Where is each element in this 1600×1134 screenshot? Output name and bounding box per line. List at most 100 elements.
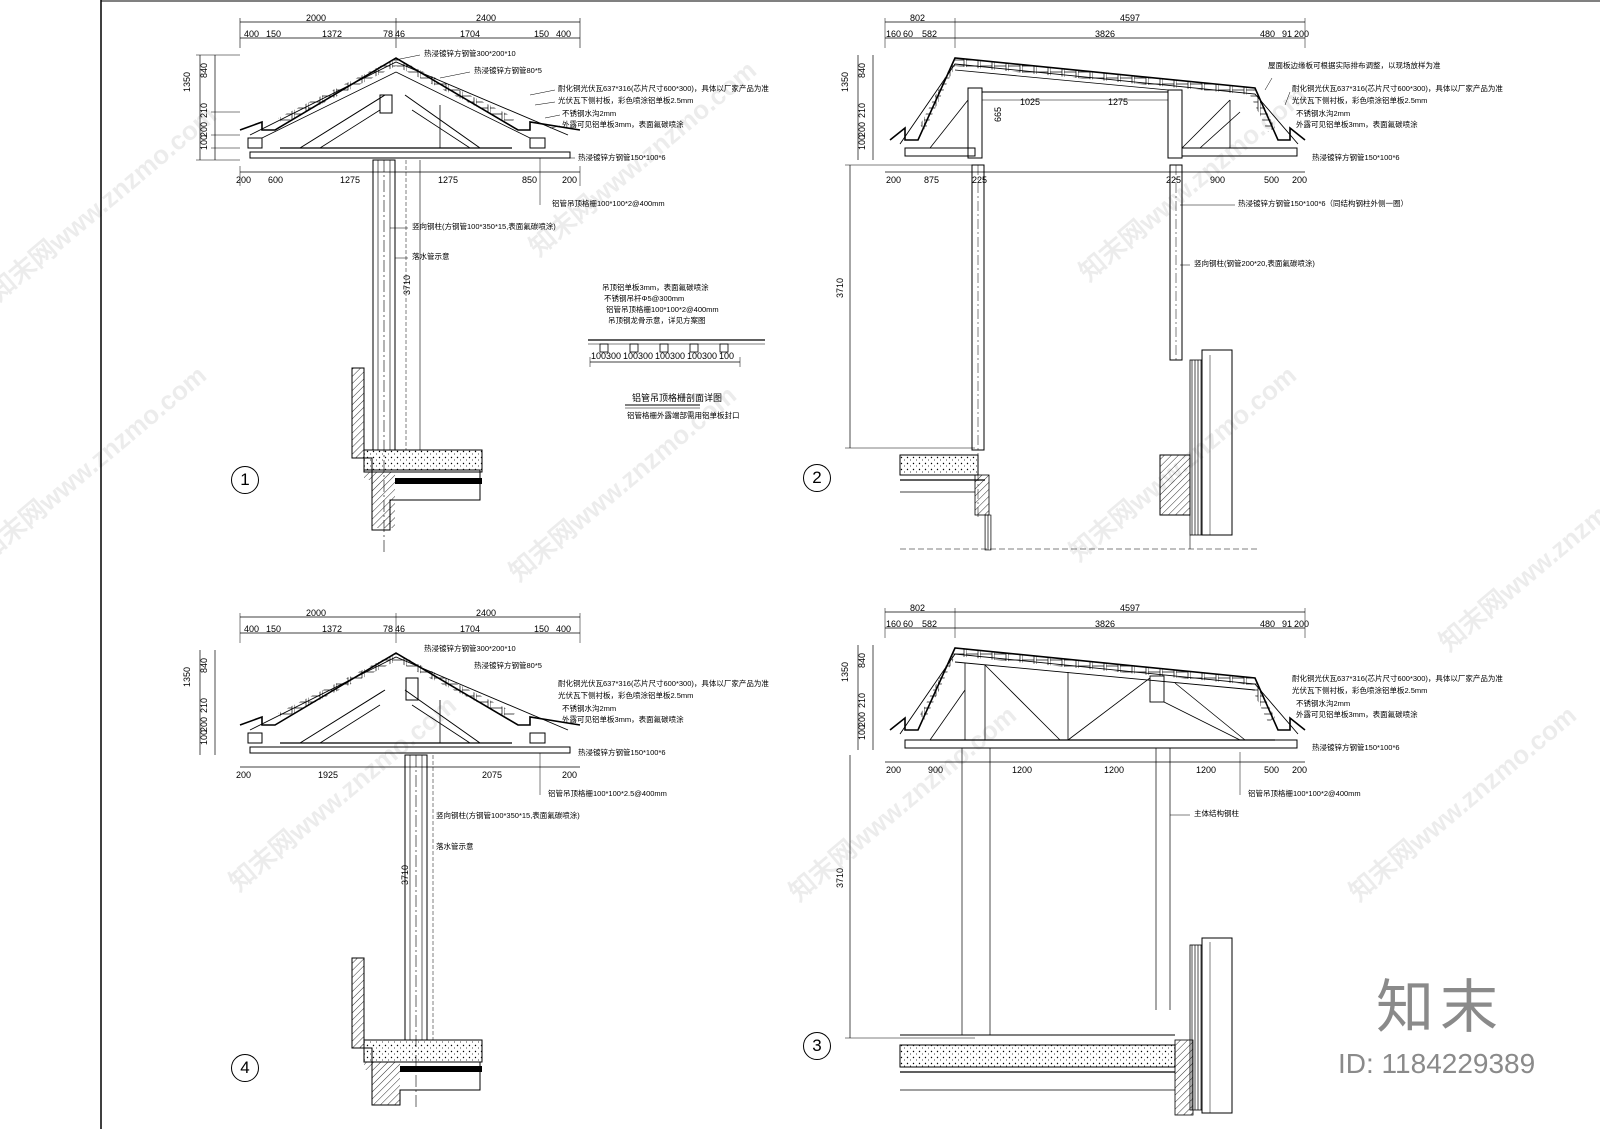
dim-text: 200 bbox=[1292, 175, 1308, 185]
note: 热浸镀锌方钢管150*100*6 bbox=[578, 153, 666, 162]
note: 耐化铜光伏瓦637*316(芯片尺寸600*300)，具体以厂家产品为准 bbox=[558, 679, 769, 688]
dim-text: 100 bbox=[857, 134, 867, 150]
note: 不锈钢水沟2mm bbox=[1296, 109, 1351, 118]
detail-title: 铝管吊顶格栅剖面详图 bbox=[632, 393, 723, 403]
dim-text: 3826 bbox=[1095, 619, 1116, 629]
dim-text: 4597 bbox=[1120, 603, 1141, 613]
note: 光伏瓦下侧衬板，彩色喷涂铝单板2.5mm bbox=[1292, 686, 1428, 695]
note: 热浸镀锌方钢管150*100*6 bbox=[578, 748, 666, 757]
note: 光伏瓦下侧衬板，彩色喷涂铝单板2.5mm bbox=[558, 691, 694, 700]
dim-text: 46 bbox=[395, 624, 406, 634]
dim-text: 400 bbox=[556, 29, 572, 39]
dim-text: 500 bbox=[1264, 175, 1280, 185]
dim-text: 300 bbox=[670, 351, 686, 361]
brand-logo: 知末 bbox=[1376, 973, 1505, 1041]
dim-text: 225 bbox=[1166, 175, 1182, 185]
dim-text: 78 bbox=[383, 29, 394, 39]
watermark-text: 知末网www.znzmo.com bbox=[0, 99, 222, 307]
leader-lines bbox=[390, 54, 1291, 816]
dim-text: 210 bbox=[857, 692, 867, 708]
dim-text: 200 bbox=[236, 175, 252, 185]
note: 铝管吊顶格栅100*100*2.5@400mm bbox=[548, 789, 667, 798]
dim-text: 665 bbox=[993, 106, 1003, 122]
watermark-text: 知末网www.znzmo.com bbox=[1343, 699, 1582, 907]
dim-text: 3710 bbox=[402, 274, 412, 295]
dim-text: 150 bbox=[534, 29, 550, 39]
dim-text: 100 bbox=[199, 729, 209, 745]
dim-text: 91 bbox=[1282, 619, 1293, 629]
watermark-text: 知末网www.znzmo.com bbox=[523, 54, 762, 262]
note: 主体结构钢柱 bbox=[1194, 809, 1239, 818]
watermark-text: 知末网www.znzmo.com bbox=[503, 379, 742, 587]
dim-text: 850 bbox=[522, 175, 538, 185]
note: 热浸镀锌方钢管80*5 bbox=[474, 661, 542, 670]
dim-text: 300 bbox=[702, 351, 718, 361]
note: 屋面板边缘板可根据实际排布调整，以现场放样为准 bbox=[1268, 61, 1441, 70]
dim-text: 150 bbox=[266, 624, 282, 634]
dim-text: 200 bbox=[1294, 619, 1310, 629]
dim-text: 1372 bbox=[322, 29, 343, 39]
dim-text: 160 bbox=[886, 619, 902, 629]
dim-text: 1350 bbox=[182, 71, 192, 92]
dim-text: 210 bbox=[199, 697, 209, 713]
note: 铝管吊顶格栅100*100*2@400mm bbox=[552, 199, 665, 208]
dim-text: 210 bbox=[857, 102, 867, 118]
dim-text: 300 bbox=[638, 351, 654, 361]
note: 不锈钢水沟2mm bbox=[562, 704, 617, 713]
view-number-badge: 2 bbox=[803, 464, 831, 492]
dim-text: 100 bbox=[687, 351, 703, 361]
watermark-text: 知末网www.znzmo.com bbox=[783, 699, 1022, 907]
dim-text: 400 bbox=[556, 624, 572, 634]
dim-text: 2000 bbox=[306, 13, 327, 23]
note: 竖向钢柱(钢管200*20,表面氟碳喷涂) bbox=[1194, 259, 1315, 268]
note: 耐化铜光伏瓦637*316(芯片尺寸600*300)，具体以厂家产品为准 bbox=[558, 84, 769, 93]
note: 不锈钢吊杆Φ5@300mm bbox=[604, 294, 685, 303]
dim-text: 840 bbox=[199, 62, 209, 78]
note: 耐化铜光伏瓦637*316(芯片尺寸600*300)，具体以厂家产品为准 bbox=[1292, 674, 1503, 683]
note: 热浸镀锌方钢管300*200*10 bbox=[424, 644, 516, 653]
dim-text: 875 bbox=[924, 175, 940, 185]
dim-text: 2400 bbox=[476, 608, 497, 618]
dim-text: 200 bbox=[886, 765, 902, 775]
dim-text: 3826 bbox=[1095, 29, 1116, 39]
note: 热浸镀锌方钢管80*5 bbox=[474, 66, 542, 75]
dim-text: 500 bbox=[1264, 765, 1280, 775]
section-view-3 bbox=[845, 608, 1306, 1116]
section-view-1 bbox=[196, 18, 581, 555]
note: 外露可见铝单板3mm，表面氟碳喷涂 bbox=[562, 715, 684, 724]
ceiling-grille-detail bbox=[588, 339, 765, 409]
note: 落水管示意 bbox=[412, 252, 450, 261]
id-label: ID: 1184229389 bbox=[1338, 1048, 1536, 1079]
dim-text: 400 bbox=[244, 624, 260, 634]
dim-text: 3710 bbox=[835, 277, 845, 298]
dim-text: 1025 bbox=[1020, 97, 1041, 107]
note: 外露可见铝单板3mm，表面氟碳喷涂 bbox=[1296, 120, 1418, 129]
dim-text: 200 bbox=[1294, 29, 1310, 39]
note: 竖向钢柱(方钢管100*350*15,表面氟碳喷涂) bbox=[412, 222, 556, 231]
view-number-badge: 4 bbox=[231, 1054, 259, 1082]
note: 不锈钢水沟2mm bbox=[1296, 699, 1351, 708]
dim-text: 225 bbox=[972, 175, 988, 185]
note: 落水管示意 bbox=[436, 842, 474, 851]
dim-text: 1704 bbox=[460, 624, 481, 634]
note: 吊顶钢龙骨示意，详见方案图 bbox=[608, 316, 706, 325]
dim-text: 1275 bbox=[340, 175, 361, 185]
watermark-text: 知末网www.znzmo.com bbox=[0, 359, 212, 567]
dim-text: 200 bbox=[1292, 765, 1308, 775]
note: 光伏瓦下侧衬板，彩色喷涂铝单板2.5mm bbox=[558, 96, 694, 105]
dim-text: 900 bbox=[928, 765, 944, 775]
dim-text: 480 bbox=[1260, 619, 1276, 629]
dim-text: 200 bbox=[562, 770, 578, 780]
dim-text: 1200 bbox=[1104, 765, 1125, 775]
note: 热浸镀锌方钢管150*100*6 bbox=[1312, 153, 1400, 162]
dim-text: 100 bbox=[719, 351, 735, 361]
dim-text: 1200 bbox=[1196, 765, 1217, 775]
dim-text: 60 bbox=[903, 619, 914, 629]
section-view-4 bbox=[199, 613, 581, 1110]
watermark-text: 知末网www.znzmo.com bbox=[1433, 449, 1600, 657]
dim-text: 200 bbox=[236, 770, 252, 780]
view-number-badge: 3 bbox=[803, 1032, 831, 1060]
dim-text: 46 bbox=[395, 29, 406, 39]
